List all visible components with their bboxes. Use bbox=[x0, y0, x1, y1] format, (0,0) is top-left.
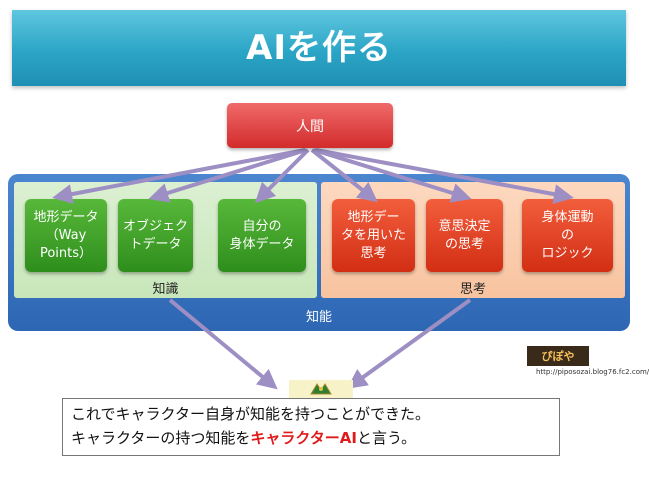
note-line-2-prefix: キャラクターの持つ知能を bbox=[71, 429, 251, 447]
human-box: 人間 bbox=[227, 103, 393, 148]
knowledge-label: 知識 bbox=[152, 282, 179, 297]
note-line-2: キャラクターの持つ知能をキャラクターAIと言う。 bbox=[71, 426, 559, 450]
arrow-human-to-body-data bbox=[254, 148, 310, 204]
title-bar: AIを作る bbox=[12, 10, 626, 86]
arrow-knowledge-to-character bbox=[168, 298, 278, 390]
arrow-thinking-to-character bbox=[346, 298, 472, 389]
note-box: これでキャラクター自身が知能を持つことができた。 キャラクターの持つ知能をキャラ… bbox=[62, 398, 560, 456]
source-url: http://piposozai.blog76.fc2.com/ bbox=[536, 368, 649, 376]
character-ai-highlight: キャラクターAI bbox=[250, 429, 357, 447]
arrow-human-to-body-motion bbox=[315, 148, 574, 205]
knowledge-box-body-data: 自分の 身体データ bbox=[218, 199, 306, 272]
thinking-label: 思考 bbox=[459, 282, 486, 297]
arrow-human-to-terrain-thinking bbox=[310, 148, 378, 203]
note-line-2-suffix: と言う。 bbox=[357, 429, 417, 447]
knowledge-box-object-data: オブジェク トデータ bbox=[118, 199, 193, 272]
thinking-box-terrain-thinking: 地形デー タを用いた 思考 bbox=[332, 199, 415, 272]
pipoya-logo: ぴぽや bbox=[527, 346, 589, 366]
arrow-human-to-terrain-data bbox=[52, 148, 306, 204]
arrow-human-to-object-data bbox=[148, 148, 307, 203]
note-line-1: これでキャラクター自身が知能を持つことができた。 bbox=[71, 405, 430, 423]
arrow-human-to-decision-making bbox=[313, 148, 472, 203]
thinking-box-decision-making: 意思決定 の思考 bbox=[426, 199, 503, 272]
thinking-box-body-motion-logic: 身体運動 の ロジック bbox=[522, 199, 613, 272]
knowledge-box-terrain-data: 地形データ （Way Points） bbox=[25, 199, 107, 272]
slide-title: AIを作る bbox=[246, 28, 392, 68]
intelligence-label: 知能 bbox=[305, 310, 332, 325]
